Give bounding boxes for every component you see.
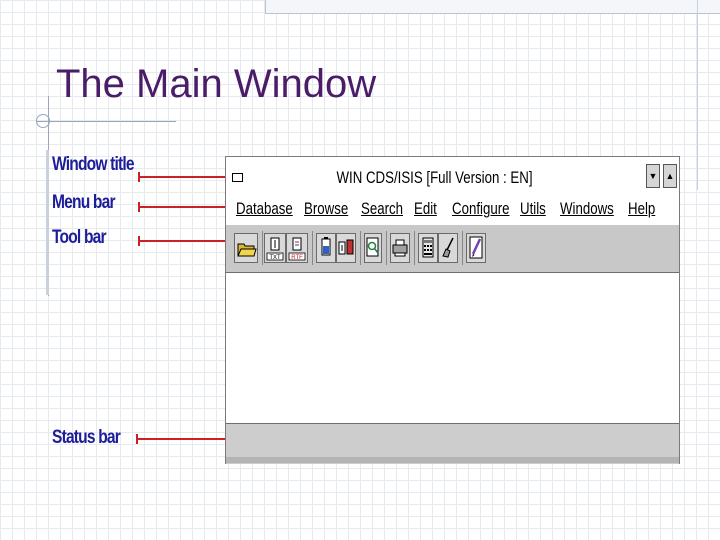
tool-bar: TXT RTF: [226, 225, 679, 273]
decorative-line: [36, 121, 176, 122]
window-titlebar: WIN CDS/ISIS [Full Version : EN] ▼ ▲: [226, 157, 679, 196]
menu-search[interactable]: Search: [361, 199, 404, 218]
workspace-area[interactable]: [226, 273, 679, 423]
arrow-status-bar: [136, 438, 256, 440]
battery-icon[interactable]: [316, 233, 336, 263]
search-doc-icon[interactable]: [364, 233, 382, 263]
toolbar-separator: [312, 231, 313, 265]
toolbar-separator: [386, 231, 387, 265]
menu-windows[interactable]: Windows: [560, 199, 614, 218]
menu-utils[interactable]: Utils: [520, 199, 546, 218]
exchange-icon[interactable]: [336, 233, 356, 263]
toolbar-separator: [262, 231, 263, 265]
brush-icon[interactable]: [438, 233, 458, 263]
printer-icon[interactable]: [390, 233, 410, 263]
calculator-icon[interactable]: [418, 233, 438, 263]
slide-title: The Main Window: [56, 62, 377, 106]
callout-status-bar: Status bar: [52, 427, 121, 448]
menu-browse[interactable]: Browse: [304, 199, 349, 218]
pencil-icon[interactable]: [466, 233, 486, 263]
decorative-frame: [265, 0, 720, 14]
system-menu-icon[interactable]: [232, 173, 243, 182]
arrow-menu-bar: [138, 206, 230, 208]
toolbar-separator: [414, 231, 415, 265]
menu-bar: Database Browse Search Edit Configure Ut…: [226, 195, 679, 226]
callout-window-title: Window title: [52, 154, 135, 175]
crosshair-icon: [36, 114, 50, 128]
rtf-icon[interactable]: RTF: [286, 233, 308, 263]
toolbar-separator: [360, 231, 361, 265]
menu-configure[interactable]: Configure: [452, 199, 510, 218]
minimize-button[interactable]: ▼: [646, 164, 660, 188]
arrow-tool-bar: [138, 240, 230, 242]
maximize-button[interactable]: ▲: [663, 164, 677, 188]
toolbar-separator: [462, 231, 463, 265]
rtf-label: RTF: [291, 255, 303, 261]
callout-tool-bar: Tool bar: [52, 227, 107, 248]
decorative-line: [697, 0, 698, 190]
callout-menu-bar: Menu bar: [52, 192, 116, 213]
status-bar-edge: [226, 457, 679, 463]
decorative-bar: [46, 150, 49, 295]
txt-label: TXT: [269, 255, 281, 261]
menu-edit[interactable]: Edit: [414, 199, 437, 218]
text-icon[interactable]: TXT: [264, 233, 286, 263]
window-title: WIN CDS/ISIS [Full Version : EN]: [336, 168, 533, 187]
menu-help[interactable]: Help: [628, 199, 656, 218]
app-window: WIN CDS/ISIS [Full Version : EN] ▼ ▲ Dat…: [225, 156, 680, 464]
arrow-window-title: [138, 176, 280, 178]
menu-database[interactable]: Database: [236, 199, 293, 218]
open-folder-icon[interactable]: [234, 233, 258, 263]
